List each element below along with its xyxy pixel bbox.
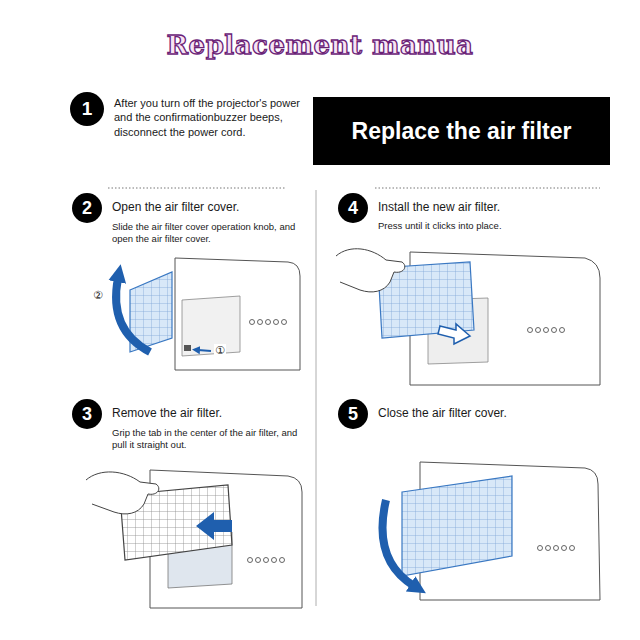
- filter-opening: [182, 296, 240, 356]
- node-text: 3: [82, 404, 92, 425]
- step-number: 2: [72, 193, 102, 223]
- node-text: Replace the air filter: [352, 118, 572, 145]
- filter-cover: [402, 476, 512, 576]
- vent-dots: [538, 546, 575, 551]
- step-heading: Open the air filter cover.: [112, 200, 307, 216]
- vent-dots: [528, 328, 565, 333]
- step-text: Grip the tab in the center of the air fi…: [112, 427, 307, 452]
- dotted-rule: [108, 188, 285, 189]
- node-text: 1: [82, 98, 93, 120]
- heading-box: Replace the air filter: [313, 97, 610, 165]
- node-text: 2: [82, 198, 92, 219]
- step-number: 3: [72, 399, 102, 429]
- dotted-rule: [375, 188, 600, 189]
- open-arrow: [116, 278, 150, 352]
- step-heading: Install the new air filter.: [378, 200, 603, 216]
- step-heading: Remove the air filter.: [112, 406, 307, 422]
- close-cover-figure: [383, 462, 601, 600]
- step-heading: Close the air filter cover.: [378, 406, 603, 422]
- step-number: 1: [70, 92, 104, 126]
- slide-arrow: [198, 350, 211, 351]
- page-title: Replacement manua: [167, 30, 474, 60]
- step-number: 4: [338, 193, 368, 223]
- step-text: After you turn off the projector's power…: [114, 96, 309, 139]
- close-arrow: [383, 500, 415, 586]
- step-text: Press until it clicks into place.: [378, 220, 603, 232]
- node-text: 4: [348, 198, 358, 219]
- projector-body: [175, 258, 300, 370]
- step-number: 5: [338, 399, 368, 429]
- vent-dots: [250, 320, 287, 325]
- open-cover-figure: [116, 258, 300, 370]
- remove-filter-figure: [86, 470, 302, 608]
- pull-arrow: [196, 512, 232, 540]
- knob: [184, 345, 191, 351]
- step-text: Slide the air filter cover operation kno…: [112, 221, 307, 246]
- hand: [86, 472, 159, 514]
- callout-number: ②: [92, 289, 104, 301]
- vent-dots: [248, 558, 285, 563]
- node-text: 5: [348, 404, 358, 425]
- insert-arrow: [438, 324, 470, 344]
- install-filter-figure: [336, 249, 600, 385]
- divider-line: [316, 190, 317, 606]
- callout-number: ①: [214, 344, 226, 356]
- hand: [336, 249, 405, 292]
